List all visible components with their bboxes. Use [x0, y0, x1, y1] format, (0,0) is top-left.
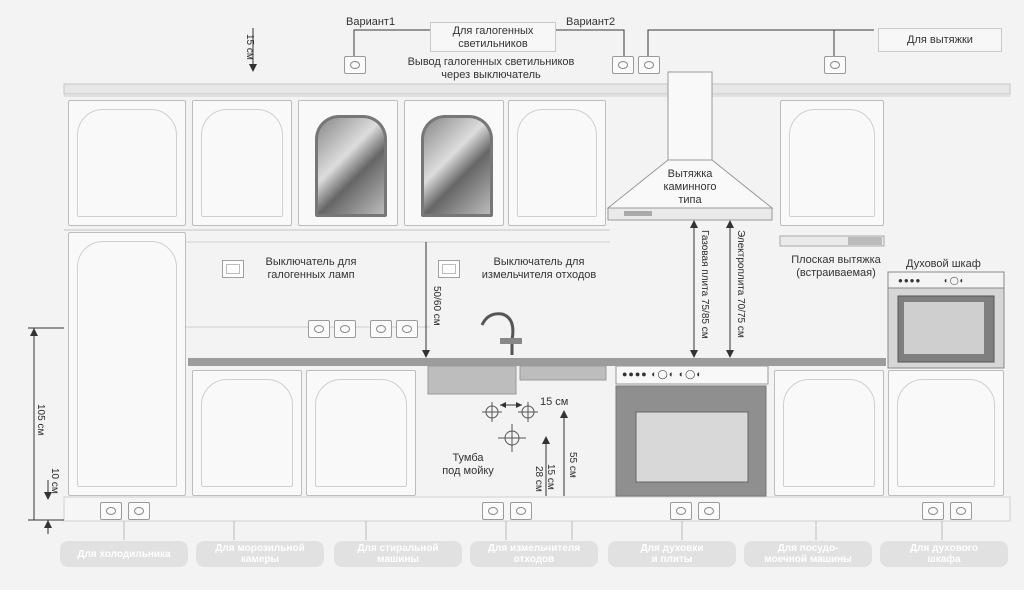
halogen-switch-label: Выключатель для галогенных ламп: [265, 256, 357, 281]
gas-stove-dim: Газовая плита 75/85 см: [699, 230, 710, 339]
halogen-output-label: Вывод галогенных светильников через выкл…: [407, 56, 575, 81]
halogen-switch: [222, 260, 244, 278]
pill-fridge: Для холодильника: [60, 541, 188, 567]
glass-cabinet-1: [298, 100, 398, 226]
halogen-box: Для галогенных светильников: [430, 22, 556, 52]
flat-hood-label: Плоская вытяжка (встраиваемая): [791, 254, 881, 279]
socket-back-3: [370, 320, 392, 338]
dim-10: 10 см: [49, 468, 60, 494]
pill-dishwasher: Для посудо- моечной машины: [744, 541, 872, 567]
wall-cabinet-1: [68, 100, 186, 226]
socket-hood-2: [824, 56, 846, 74]
pill-washer: Для стиральной машины: [334, 541, 462, 567]
glass-cabinet-2: [404, 100, 504, 226]
sink-cabinet-label: Тумба под мойку: [442, 452, 494, 477]
pill-oven-cabinet: Для духового шкафа: [880, 541, 1008, 567]
dim-28: 28 см: [533, 466, 544, 492]
hood-box: Для вытяжки: [878, 28, 1002, 52]
dim-15-vertical: 15 см: [545, 464, 556, 490]
socket-hood-1: [638, 56, 660, 74]
wall-cabinet-2: [192, 100, 292, 226]
socket-back-2: [334, 320, 356, 338]
pill-grinder: Для измельчителя отходов: [470, 541, 598, 567]
dim-55: 55 см: [567, 452, 578, 478]
dim-15-top: 15 см: [244, 34, 255, 60]
fireplace-hood-label: Вытяжка каминного типа: [663, 168, 717, 206]
socket-washer: [482, 502, 504, 520]
oven-label: Духовой шкаф: [906, 258, 981, 270]
base-cabinet-2: [306, 370, 416, 496]
socket-back-1: [308, 320, 330, 338]
pill-freezer: Для морозильной камеры: [196, 541, 324, 567]
socket-variant1: [344, 56, 366, 74]
wall-cabinet-4: [780, 100, 884, 226]
socket-fridge-1: [100, 502, 122, 520]
base-cabinet-3: [774, 370, 884, 496]
socket-fridge-2: [128, 502, 150, 520]
variant2-label: Вариант2: [566, 16, 616, 28]
electric-stove-dim: Электроплита 70/75 см: [735, 230, 746, 338]
socket-grinder: [510, 502, 532, 520]
pill-oven-stove: Для духовки и плиты: [608, 541, 736, 567]
oven-controls: ●●●● ◐◯◐: [898, 276, 966, 285]
socket-dishwasher: [698, 502, 720, 520]
base-cabinet-4: [888, 370, 1004, 496]
variant1-label: Вариант1: [346, 16, 396, 28]
dim-105: 105 см: [35, 404, 46, 436]
hob-controls: ●●●● ◐◯◐ ◐◯◐: [622, 369, 703, 379]
socket-oven-stove: [670, 502, 692, 520]
dim-15-horizontal: 15 см: [540, 396, 569, 408]
socket-variant2: [612, 56, 634, 74]
base-cabinet-1: [192, 370, 302, 496]
wall-cabinet-3: [508, 100, 606, 226]
grinder-switch: [438, 260, 460, 278]
socket-oven-2: [950, 502, 972, 520]
grinder-switch-label: Выключатель для измельчителя отходов: [481, 256, 597, 281]
dim-50-60: 50/60 см: [431, 286, 442, 326]
socket-back-4: [396, 320, 418, 338]
socket-oven-1: [922, 502, 944, 520]
tall-cabinet: [68, 232, 186, 496]
